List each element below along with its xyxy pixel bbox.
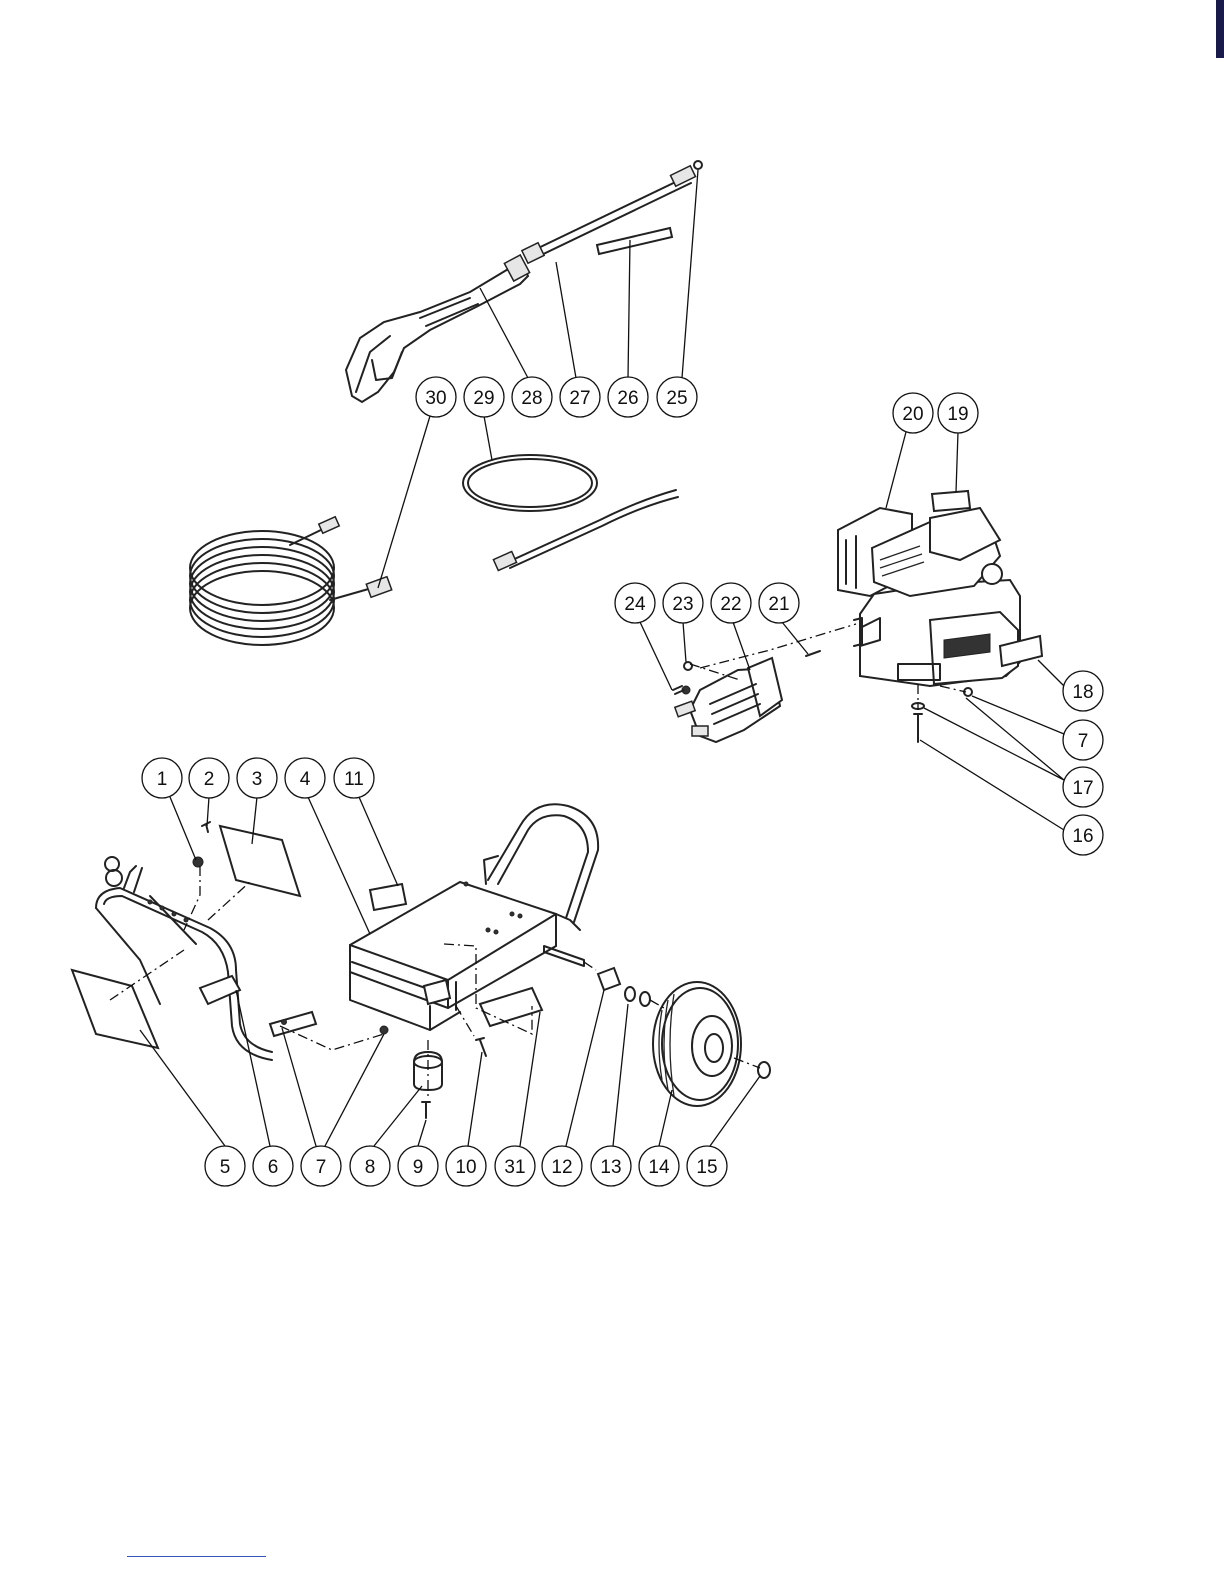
- pump: [675, 658, 782, 742]
- handle-knob-nut: [193, 857, 203, 867]
- callout-number: 27: [569, 388, 590, 409]
- callout-number: 8: [365, 1157, 376, 1178]
- callout-7: 7: [1063, 720, 1103, 760]
- callout-20: 20: [893, 393, 933, 433]
- callout-number: 3: [252, 769, 263, 790]
- callout-16: 16: [1063, 815, 1103, 855]
- axle-washer: [640, 992, 650, 1006]
- callout-number: 15: [696, 1157, 717, 1178]
- callout-number: 30: [425, 388, 446, 409]
- detergent-siphon-hose: [463, 455, 678, 571]
- wheel-cap: [758, 1062, 770, 1078]
- callout-number: 10: [455, 1157, 476, 1178]
- callout-18: 18: [1063, 671, 1103, 711]
- callout-26: 26: [608, 377, 648, 417]
- callout-6: 6: [253, 1146, 293, 1186]
- callout-7: 7: [301, 1146, 341, 1186]
- callout-19: 19: [938, 393, 978, 433]
- callout-11: 11: [334, 758, 374, 798]
- wheel: [653, 982, 741, 1106]
- callout-9: 9: [398, 1146, 438, 1186]
- callout-4: 4: [285, 758, 325, 798]
- engine: [838, 508, 1020, 686]
- callout-10: 10: [446, 1146, 486, 1186]
- callout-number: 18: [1072, 682, 1093, 703]
- axle-washer: [625, 987, 635, 1001]
- callout-number: 31: [504, 1157, 525, 1178]
- callout-23: 23: [663, 583, 703, 623]
- callout-number: 19: [947, 404, 968, 425]
- callout-15: 15: [687, 1146, 727, 1186]
- callout-number: 4: [300, 769, 311, 790]
- callout-number: 22: [720, 594, 741, 615]
- callout-1: 1: [142, 758, 182, 798]
- callout-number: 28: [521, 388, 542, 409]
- callout-number: 7: [1078, 731, 1089, 752]
- callout-number: 11: [344, 769, 364, 790]
- axle: [544, 946, 584, 966]
- callout-3: 3: [237, 758, 277, 798]
- frame-side-decal: [480, 988, 542, 1026]
- callout-number: 23: [672, 594, 693, 615]
- engine-top-decal: [932, 491, 970, 511]
- foot-screw: [422, 1102, 430, 1118]
- callout-number: 21: [768, 594, 789, 615]
- callout-number: 14: [648, 1157, 670, 1178]
- top-decal: [370, 884, 406, 910]
- callout-25: 25: [657, 377, 697, 417]
- callout-13: 13: [591, 1146, 631, 1186]
- callout-8: 8: [350, 1146, 390, 1186]
- pump-nut: [684, 662, 692, 670]
- callout-14: 14: [639, 1146, 679, 1186]
- callout-number: 29: [473, 388, 494, 409]
- callout-number: 9: [413, 1157, 424, 1178]
- frame-nut: [380, 1026, 388, 1034]
- callout-number: 26: [617, 388, 638, 409]
- axle-spacer: [598, 968, 620, 990]
- callout-22: 22: [711, 583, 751, 623]
- footer-rule: [127, 1556, 266, 1557]
- callout-number: 5: [220, 1157, 231, 1178]
- handle-bolt: [202, 822, 210, 832]
- callout-number: 24: [624, 594, 646, 615]
- callout-27: 27: [560, 377, 600, 417]
- engine-mount-bolt: [914, 714, 922, 742]
- pump-bolt: [673, 686, 684, 694]
- callout-24: 24: [615, 583, 655, 623]
- callout-number: 12: [551, 1157, 572, 1178]
- callout-21: 21: [759, 583, 799, 623]
- callout-31: 31: [495, 1146, 535, 1186]
- callout-number: 25: [666, 388, 687, 409]
- callout-28: 28: [512, 377, 552, 417]
- callout-number: 6: [268, 1157, 279, 1178]
- callout-5: 5: [205, 1146, 245, 1186]
- callout-29: 29: [464, 377, 504, 417]
- callout-30: 30: [416, 377, 456, 417]
- callout-number: 1: [157, 769, 168, 790]
- frame-bolt: [476, 1038, 486, 1056]
- lance-decal: [597, 228, 672, 254]
- callout-number: 7: [316, 1157, 327, 1178]
- handle-decal: [220, 826, 300, 896]
- callout-2: 2: [189, 758, 229, 798]
- high-pressure-hose: [190, 517, 392, 645]
- callout-number: 20: [902, 404, 923, 425]
- callout-17: 17: [1063, 767, 1103, 807]
- page-edge-tab: [1216, 0, 1224, 58]
- callout-12: 12: [542, 1146, 582, 1186]
- callout-number: 2: [204, 769, 215, 790]
- callout-number: 13: [600, 1157, 621, 1178]
- callout-number: 16: [1072, 826, 1093, 847]
- callout-number: 17: [1072, 778, 1093, 799]
